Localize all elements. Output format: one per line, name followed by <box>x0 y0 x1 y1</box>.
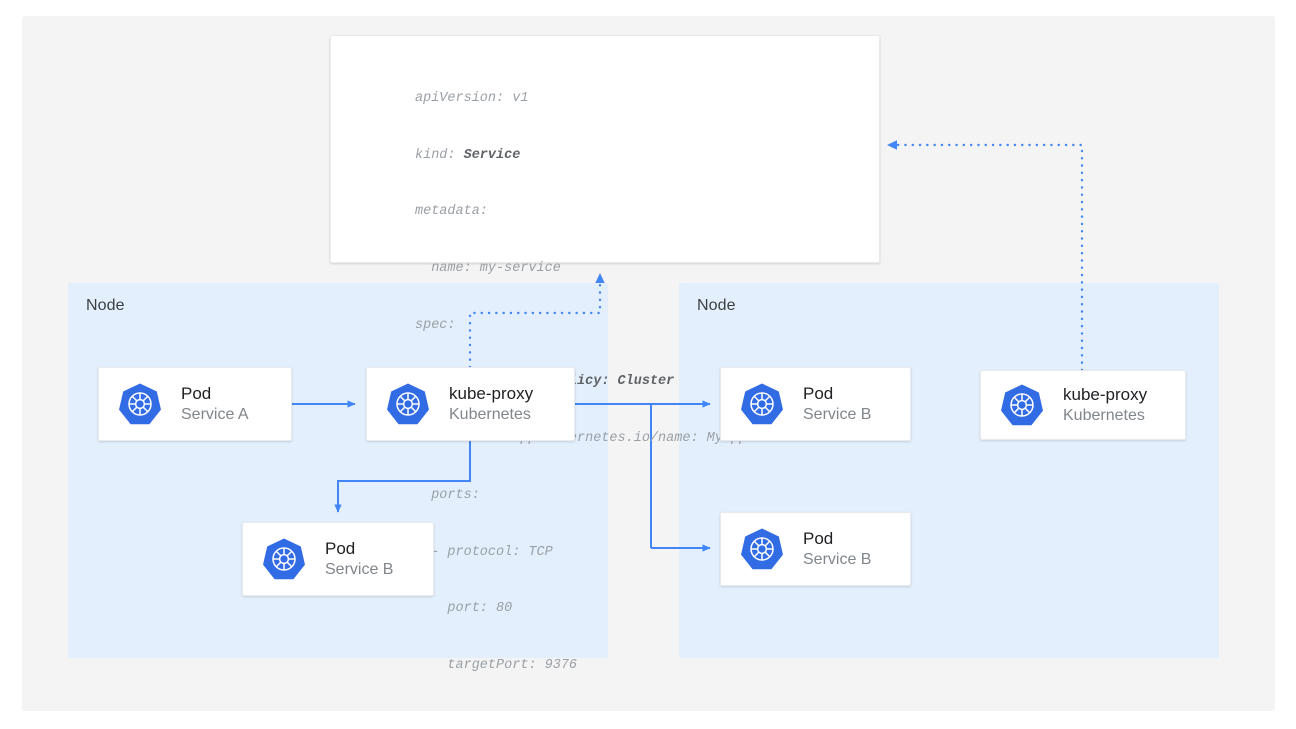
node-label-right: Node <box>697 297 736 314</box>
yaml-line-kind: kind: Service <box>415 147 747 166</box>
card-kube-proxy-right[interactable]: kube-proxy Kubernetes <box>980 370 1186 440</box>
yaml-line-port: port: 80 <box>415 601 513 617</box>
card-pod-service-b-right-bottom[interactable]: Pod Service B <box>720 512 911 586</box>
card-title: Pod <box>803 383 834 403</box>
card-subtitle: Service A <box>181 405 249 423</box>
kubernetes-icon <box>739 526 785 572</box>
yaml-line-name: name: my-service <box>415 260 561 276</box>
yaml-line-target-port: targetPort: 9376 <box>415 658 578 673</box>
card-kube-proxy-left[interactable]: kube-proxy Kubernetes <box>366 367 575 441</box>
card-text-pod-service-b-right-top: Pod Service B <box>803 383 871 425</box>
card-title: Pod <box>803 528 834 548</box>
card-subtitle: Service B <box>803 405 872 423</box>
card-pod-service-b-right-top[interactable]: Pod Service B <box>720 367 911 441</box>
kubernetes-icon <box>261 536 307 582</box>
card-text-pod-service-b-right-bottom: Pod Service B <box>803 528 871 570</box>
card-text-pod-service-b-left: Pod Service B <box>325 538 393 580</box>
kubernetes-icon <box>385 381 431 427</box>
card-subtitle: Service B <box>803 550 872 568</box>
card-subtitle: Kubernetes <box>1063 406 1145 424</box>
card-text-kube-proxy-left: kube-proxy Kubernetes <box>449 383 533 425</box>
card-pod-service-b-left[interactable]: Pod Service B <box>242 522 434 596</box>
card-title: Pod <box>181 383 212 403</box>
yaml-line-ports: ports: <box>415 487 480 503</box>
card-subtitle: Kubernetes <box>449 405 531 423</box>
kubernetes-icon <box>739 381 785 427</box>
yaml-line-protocol: - protocol: TCP <box>415 544 553 560</box>
card-title: kube-proxy <box>449 383 534 403</box>
service-manifest-card: apiVersion: v1 kind: Service metadata: n… <box>330 35 880 673</box>
card-title: Pod <box>325 538 356 558</box>
yaml-line-spec: spec: <box>415 317 456 333</box>
node-label-left: Node <box>86 297 125 314</box>
yaml-line-metadata: metadata: <box>415 204 488 220</box>
yaml-line-apiversion: apiVersion: v1 <box>415 90 529 106</box>
card-pod-service-a[interactable]: Pod Service A <box>98 367 292 441</box>
yaml-kind-value: Service <box>463 147 521 163</box>
card-title: kube-proxy <box>1063 384 1148 404</box>
yaml-kind-key: kind: <box>415 147 464 163</box>
kubernetes-icon <box>999 382 1045 428</box>
node-container-right <box>679 283 1219 658</box>
card-text-pod-service-a: Pod Service A <box>181 383 249 425</box>
kubernetes-icon <box>117 381 163 427</box>
card-text-kube-proxy-right: kube-proxy Kubernetes <box>1063 384 1147 426</box>
card-subtitle: Service B <box>325 560 394 578</box>
